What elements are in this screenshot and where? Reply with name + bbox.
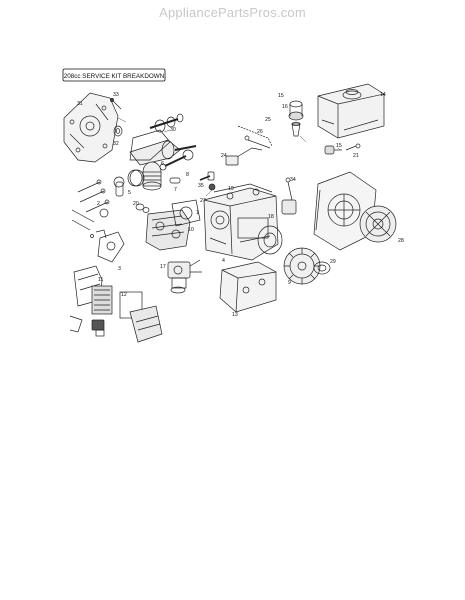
- callout-8: 8: [186, 172, 189, 178]
- callout-17: 17: [160, 264, 166, 270]
- callout-19: 19: [228, 186, 234, 192]
- callout-9: 9: [288, 280, 291, 286]
- callout-25: 25: [265, 117, 271, 123]
- flywheel: [283, 247, 321, 285]
- callout-21: 21: [353, 153, 359, 159]
- callout-16: 16: [282, 104, 288, 110]
- site-watermark: AppliancePartsPros.com: [159, 5, 306, 20]
- air-filter-gasket: [119, 291, 143, 319]
- air-cleaner-cover: [129, 305, 163, 343]
- connecting-rod: [159, 149, 194, 171]
- throttle-linkage: [237, 125, 273, 149]
- bolt-33: [110, 98, 122, 110]
- cap-35: [208, 183, 216, 191]
- callout-35: 35: [198, 183, 204, 189]
- piston: [142, 161, 162, 191]
- callout-31: 31: [77, 101, 83, 107]
- callout-20: 20: [133, 201, 139, 207]
- callout-12: 12: [121, 292, 127, 298]
- valve-assembly: [71, 176, 125, 231]
- intake-plate: [90, 229, 125, 263]
- callout-6: 6: [161, 161, 164, 167]
- muffler: [219, 261, 277, 313]
- callout-11: 11: [98, 277, 103, 283]
- engine-block: [203, 183, 279, 261]
- piston-rings: [127, 169, 145, 187]
- fuel-valve: [324, 145, 342, 155]
- head-gasket: [171, 199, 201, 227]
- ignition-wire: [225, 147, 263, 166]
- camshaft: [149, 113, 184, 133]
- callout-33: 33: [113, 92, 119, 98]
- ignition-coil: [281, 177, 297, 215]
- kit-title: 208cc SERVICE KIT BREAKDOWN: [64, 73, 165, 80]
- fuel-cap: [288, 100, 304, 121]
- air-filter-element: [91, 285, 113, 315]
- wrist-pin: [169, 177, 181, 184]
- callout-2: 2: [97, 201, 100, 207]
- callout-18: 18: [268, 214, 274, 220]
- fuel-strainer: [291, 122, 301, 137]
- callout-10: 10: [188, 227, 194, 233]
- valve-seal-20: [135, 203, 150, 213]
- callout-30: 30: [170, 127, 176, 133]
- callout-28: 28: [398, 238, 404, 244]
- callout-15b: 15: [336, 143, 342, 149]
- callout-1: 1: [196, 210, 199, 216]
- kit-title-box: [62, 68, 166, 82]
- crankshaft: [129, 139, 197, 166]
- seal-32: [113, 125, 123, 137]
- carburetor: [167, 259, 202, 294]
- callout-4: 4: [222, 258, 225, 264]
- callout-32: 32: [113, 141, 119, 147]
- spark-plug: [199, 171, 215, 181]
- callout-7: 7: [174, 187, 177, 193]
- callout-27: 27: [200, 198, 206, 204]
- callout-26: 26: [257, 129, 263, 135]
- crankcase-cover: [63, 92, 119, 163]
- stator-plate: [257, 225, 283, 255]
- starter-cup: [313, 261, 331, 275]
- callout-24: 24: [221, 153, 227, 159]
- fuel-tank: [317, 83, 385, 139]
- callout-29: 29: [330, 259, 336, 265]
- callout-13: 13: [232, 312, 238, 318]
- gasket: [129, 129, 171, 161]
- callout-5: 5: [128, 190, 131, 196]
- callout-15: 15: [278, 93, 284, 99]
- fitting-21: [345, 143, 361, 151]
- cylinder-head: [145, 209, 191, 251]
- recoil-starter: [359, 205, 397, 243]
- callout-3: 3: [118, 266, 121, 272]
- callout-34: 34: [290, 177, 296, 183]
- callout-labels: 31 33 32 30 5 6 7 8 15 14 16 26 25 24 35…: [77, 92, 404, 318]
- callout-14: 14: [380, 92, 386, 98]
- air-cleaner-bracket: [69, 315, 105, 337]
